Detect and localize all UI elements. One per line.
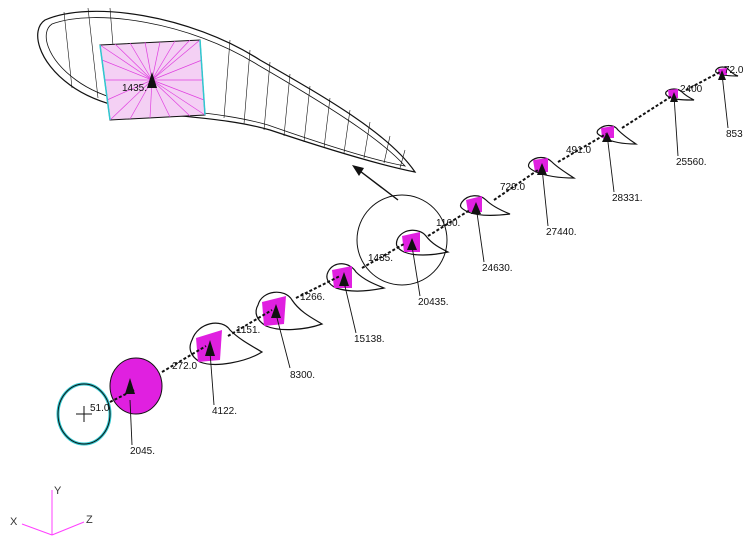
section-s6-big-label: 27440. (546, 227, 577, 238)
section-s0 (56, 357, 163, 446)
section-s3 (326, 263, 387, 292)
section-s2 (255, 291, 324, 331)
section-s2-small-label: 1151. (236, 325, 260, 336)
section-s7-small-label: 491.0 (566, 145, 591, 156)
section-s6-small-label: 729.0 (500, 182, 525, 193)
detail-center-node-icon (147, 72, 157, 88)
detail-airfoil-wireframe: 1435. (37, 7, 417, 173)
axis-z-label: Z (86, 514, 93, 526)
blade-sections (56, 66, 739, 446)
section-s6 (527, 156, 576, 179)
section-s1 (189, 322, 264, 365)
force-labels: 2045. 4122. 8300. 15138. 20435. 24630. 2… (130, 129, 743, 457)
section-s7-big-label: 28331. (612, 193, 643, 204)
axis-x-label: X (10, 516, 18, 528)
section-s0-big-label: 2045. (130, 446, 155, 457)
section-s4-small-label: 1435. (368, 253, 393, 264)
beam-axis (109, 71, 721, 403)
section-s4-big-label: 20435. (418, 297, 449, 308)
section-s0-small-label: 51.0 (90, 403, 110, 414)
section-s3-big-label: 15138. (354, 334, 385, 345)
arrowhead-icon (352, 165, 364, 176)
section-s5-small-label: 1160. (436, 218, 460, 229)
section-s9-small-label: 72.0 (724, 65, 744, 76)
detail-cyan-edges (99, 39, 206, 121)
axis-triad: Y Z X (10, 485, 93, 536)
magnify-circle (356, 194, 448, 286)
detail-center-label: 1435. (122, 83, 147, 94)
section-s8-small-label: 2400 (680, 84, 703, 95)
section-s3-small-label: 1266. (300, 292, 325, 303)
axis-y-label: Y (54, 485, 62, 497)
detail-airfoil-outer (37, 10, 417, 173)
section-s4 (395, 229, 450, 256)
magnify-arrow (352, 165, 399, 201)
detail-spar-spokes (99, 39, 206, 121)
root-center-mark-icon (76, 406, 92, 422)
station-labels: 51.0 272.0 1151. 1266. 1435. 1160. 729.0… (90, 65, 744, 414)
section-s1-small-label: 272.0 (172, 361, 197, 372)
section-s5-big-label: 24630. (482, 263, 513, 274)
section-s2-big-label: 8300. (290, 370, 315, 381)
section-s9-big-label: 853 (726, 129, 743, 140)
section-s1-big-label: 4122. (212, 406, 237, 417)
leader-lines (129, 73, 729, 446)
detail-airfoil-inner (45, 17, 407, 167)
section-s8-big-label: 25560. (676, 157, 707, 168)
